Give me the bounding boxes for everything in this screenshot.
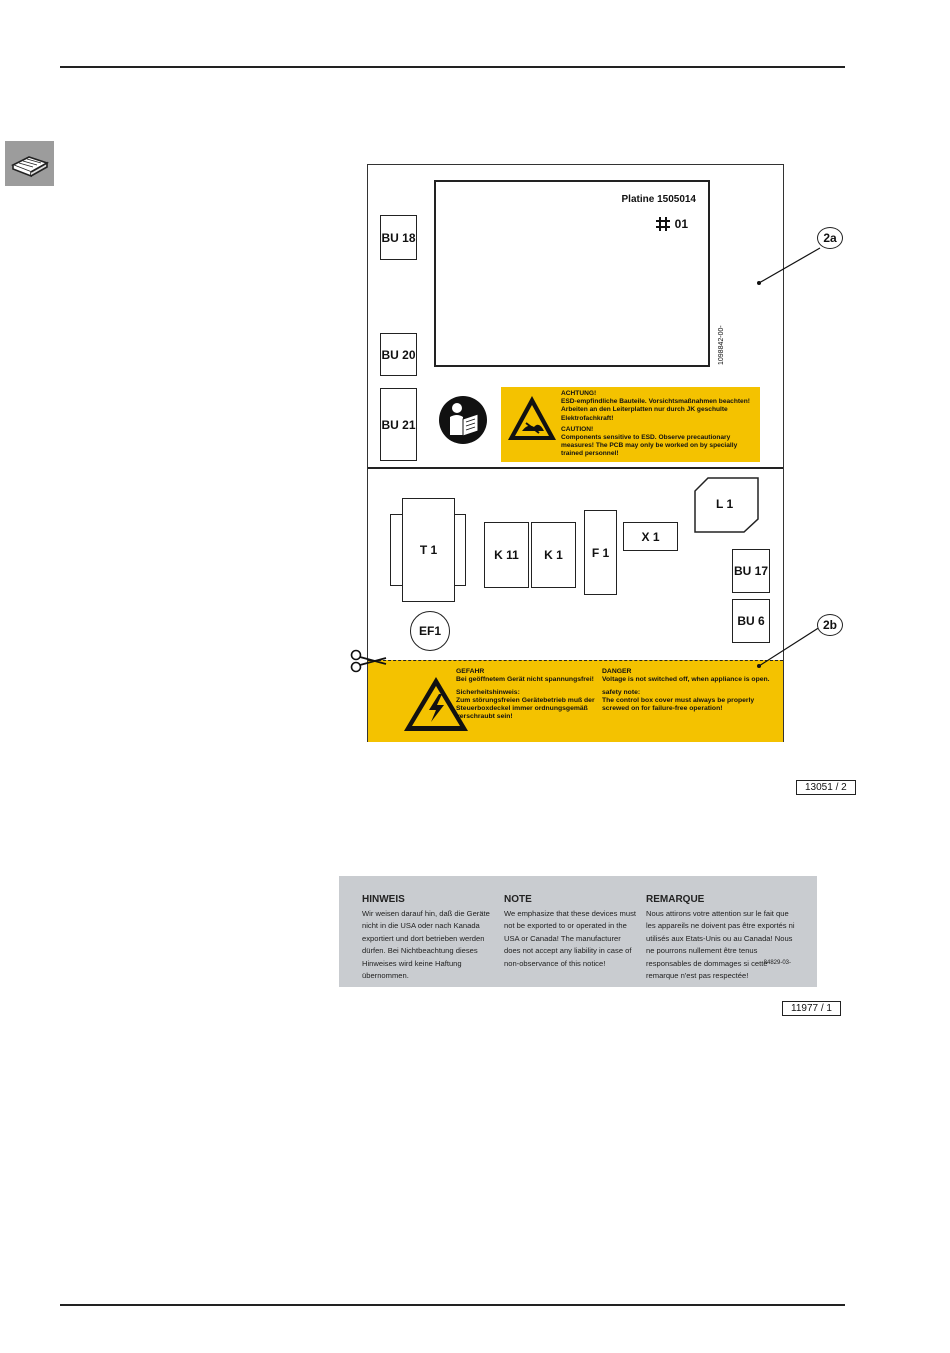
esd-en-title: CAUTION!: [561, 425, 594, 433]
component-l1-label: L 1: [716, 497, 734, 511]
socket-bu21: BU 21: [380, 388, 417, 461]
socket-bu17: BU 17: [732, 549, 770, 593]
control-box-diagram: Platine 1505014 01 1098842-00- BU 18 BU …: [367, 164, 784, 742]
vertical-code: 1098842-00-: [718, 325, 725, 365]
danger-de-text: Bei geöffnetem Gerät nicht spannungsfrei…: [456, 676, 594, 684]
callout-2b: 2b: [817, 614, 843, 636]
export-notice-label: HINWEIS Wir weisen darauf hin, daß die G…: [339, 876, 817, 987]
remarque-text: Nous attirons votre attention sur le fai…: [646, 909, 795, 981]
note-title: NOTE: [504, 894, 532, 905]
hinweis-text: Wir weisen darauf hin, daß die Geräte ni…: [362, 909, 490, 981]
esd-de-title: ACHTUNG!: [561, 390, 597, 397]
danger-label: GEFAHR Bei geöffnetem Gerät nicht spannu…: [368, 660, 783, 742]
danger-en-note-title: safety note:: [602, 688, 641, 696]
danger-de-note-text: Zum störungsfreien Gerätebetrieb muß der…: [456, 696, 595, 721]
cut-line: [368, 660, 783, 661]
hinweis-column: HINWEIS Wir weisen darauf hin, daß die G…: [362, 894, 494, 982]
hinweis-title: HINWEIS: [362, 894, 405, 905]
danger-en-title: DANGER: [602, 668, 632, 675]
high-voltage-icon: [404, 677, 468, 731]
socket-bu18: BU 18: [380, 215, 417, 260]
pcb-number: 01: [655, 216, 688, 232]
socket-bu20: BU 20: [380, 333, 417, 376]
bottom-rule: [60, 1304, 845, 1306]
remarque-title: REMARQUE: [646, 894, 705, 905]
esd-en-text: Components sensitive to ESD. Observe pre…: [561, 434, 738, 458]
socket-bu6: BU 6: [732, 599, 770, 643]
pcb-board: Platine 1505014 01: [434, 180, 710, 367]
esd-warning-label: ACHTUNG! ESD-empfindliche Bauteile. Vors…: [501, 387, 760, 462]
danger-de-title: GEFAHR: [456, 668, 485, 675]
callout-2a: 2a: [817, 227, 843, 249]
read-manual-icon: [439, 396, 487, 444]
danger-de-column: GEFAHR Bei geöffnetem Gerät nicht spannu…: [456, 668, 596, 722]
hash-icon: [655, 217, 670, 231]
pcb-label: Platine 1505014: [621, 194, 697, 205]
component-l1: L 1: [694, 477, 760, 538]
component-x1: X 1: [623, 522, 678, 551]
danger-en-note-text: The control box cover must always be pro…: [602, 696, 755, 713]
book-icon: [5, 141, 54, 186]
component-k1: K 1: [531, 522, 576, 588]
esd-de-text: ESD-empfindliche Bauteile. Vorsichtsmaßn…: [561, 398, 750, 422]
note-text: We emphasize that these devices must not…: [504, 909, 636, 968]
remarque-column: REMARQUE Nous attirons votre attention s…: [646, 894, 796, 982]
note-column: NOTE We emphasize that these devices mus…: [504, 894, 636, 970]
figure1-ref: 13051 / 2: [796, 780, 856, 795]
component-f1: F 1: [584, 510, 617, 595]
component-t1: T 1: [402, 498, 455, 602]
component-k11: K 11: [484, 522, 529, 588]
danger-en-column: DANGER Voltage is not switched off, when…: [602, 668, 772, 713]
callout-leaders: [757, 247, 821, 668]
pcb-number-text: 01: [674, 217, 688, 231]
top-rule: [60, 66, 845, 68]
figure2-ref: 11977 / 1: [782, 1001, 841, 1016]
notice-code: 84829-03-: [763, 960, 791, 966]
esd-warning-icon: [508, 396, 556, 440]
danger-de-note-title: Sicherheitshinweis:: [456, 688, 520, 696]
section-divider: [368, 467, 783, 469]
component-ef1: EF1: [410, 611, 450, 651]
scissors-icon: [350, 649, 387, 673]
danger-en-text: Voltage is not switched off, when applia…: [602, 676, 770, 684]
